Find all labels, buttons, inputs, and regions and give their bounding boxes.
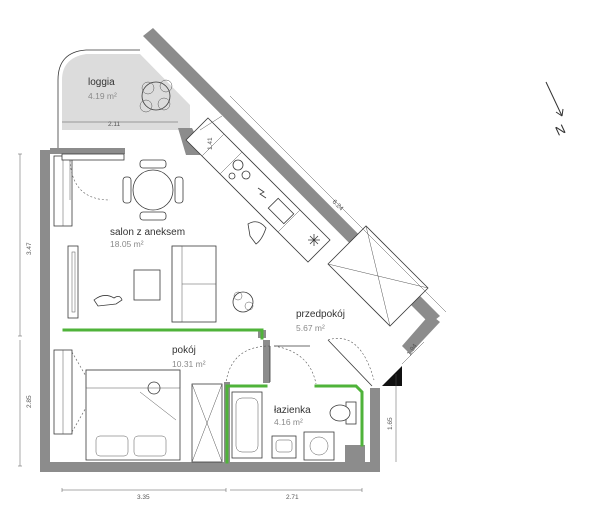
- room-label-pokoj: pokój: [172, 345, 196, 356]
- dimension-lines: [18, 95, 447, 492]
- dim-left-lower: 2.85: [26, 395, 33, 408]
- dim-left-upper: 3.47: [26, 242, 33, 255]
- room-label-lazienka: łazienka: [274, 405, 311, 416]
- sofa: [171, 245, 217, 323]
- door-lazienka: [273, 345, 317, 385]
- highlight-partitions: [62, 328, 364, 464]
- bed: [85, 369, 181, 461]
- plant-loggia: [139, 79, 173, 113]
- dim-bottom-right: 2.71: [286, 494, 299, 501]
- plant-salon: [232, 291, 254, 313]
- bathtub: [231, 391, 263, 459]
- room-area-salon: 18.05 m²: [110, 239, 144, 249]
- tv-unit: [67, 245, 79, 319]
- room-area-pokoj: 10.31 m²: [172, 359, 206, 369]
- room-area-loggia: 4.19 m²: [88, 91, 117, 101]
- window-left-upper: [53, 155, 73, 227]
- loggia-railing: [57, 49, 140, 150]
- room-label-przedpokoj: przedpokój: [296, 309, 345, 320]
- window-left-lower: [53, 349, 96, 435]
- toilet: [329, 401, 357, 425]
- dim-loggia-width: 2.11: [108, 121, 121, 128]
- balcony-door: [61, 153, 125, 201]
- kitchen-counter: [185, 117, 331, 263]
- compass: N: [545, 81, 568, 139]
- door-pokoj: [225, 345, 271, 383]
- dim-notch: 1.41: [207, 137, 214, 150]
- loggia-floor: [62, 54, 190, 130]
- dog-figure: [93, 295, 123, 307]
- room-area-przedpokoj: 5.67 m²: [296, 323, 325, 333]
- coffee-table: [133, 269, 161, 301]
- compass-north-label: N: [553, 121, 568, 139]
- plan-floor: [42, 30, 440, 470]
- dim-bottom-left: 3.35: [137, 494, 150, 501]
- washing-machine: [303, 431, 335, 461]
- room-label-loggia: loggia: [88, 77, 115, 88]
- room-area-lazienka: 4.16 m²: [274, 417, 303, 427]
- room-label-salon: salon z aneksem: [110, 227, 185, 238]
- dining-table: [122, 159, 184, 221]
- door-entrance: [327, 338, 375, 387]
- dim-right-lower: 1.65: [387, 417, 394, 430]
- hall-wardrobe: [327, 225, 429, 327]
- bedroom-wardrobe: [191, 383, 223, 463]
- sink-bathroom: [271, 435, 297, 459]
- entrance-marker-icon: [382, 366, 402, 386]
- cat-figure: [247, 221, 267, 245]
